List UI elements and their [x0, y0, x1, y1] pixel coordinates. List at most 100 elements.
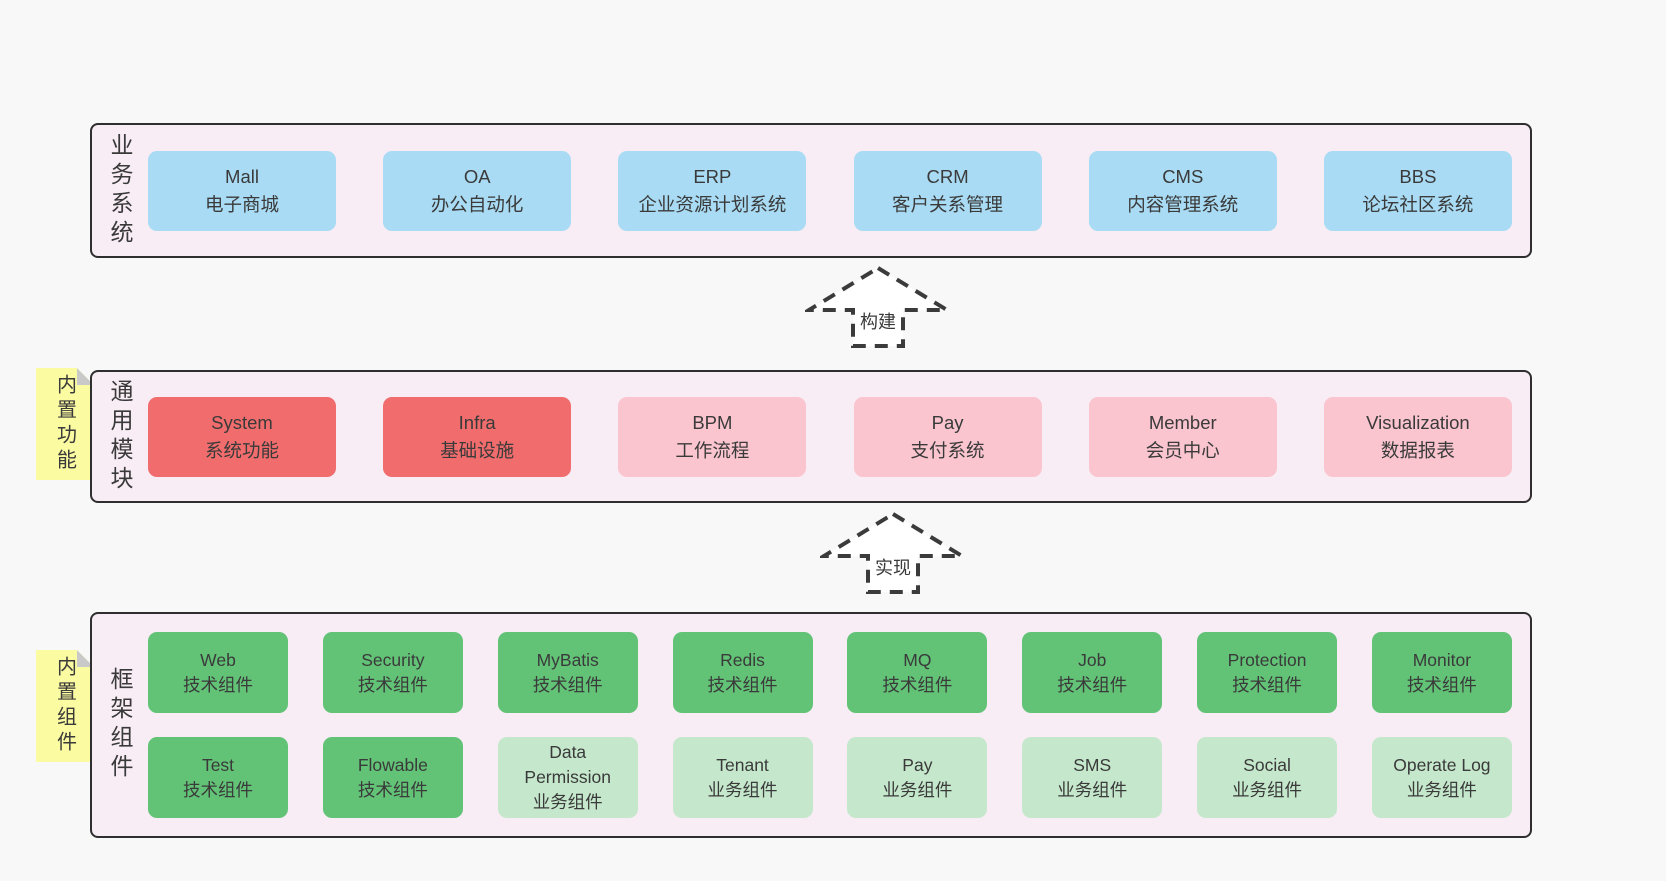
box-name: Web: [200, 649, 236, 670]
build-arrow-label: 构建: [859, 312, 897, 332]
up-arrow-icon: [820, 511, 966, 594]
box-name: Monitor: [1412, 649, 1472, 670]
band-label-text: 框架组件: [107, 667, 133, 783]
band-label-framework: 框架组件: [92, 614, 148, 836]
box-flowable: Flowable 技术组件: [322, 737, 463, 818]
box-desc: 业务组件: [707, 779, 778, 800]
box-name: Pay: [931, 411, 964, 433]
box-member: Member 会员中心: [1088, 396, 1277, 477]
band-label-business: 业务系统: [92, 125, 148, 256]
box-oa: OA 办公自动化: [383, 150, 572, 231]
box-desc: 业务组件: [1232, 779, 1303, 800]
box-redis: Redis 技术组件: [672, 632, 813, 713]
note-text: 内置组件: [53, 656, 76, 756]
box-cms: CMS 内容管理系统: [1088, 150, 1277, 231]
box-test: Test 技术组件: [148, 737, 288, 818]
box-desc: 业务组件: [532, 792, 603, 812]
box-desc: 技术组件: [357, 674, 428, 695]
box-desc: 系统功能: [204, 439, 279, 461]
box-name: MQ: [903, 649, 932, 670]
box-name: Redis: [720, 649, 765, 670]
up-arrow-icon: [805, 265, 951, 348]
box-desc: 业务组件: [1057, 779, 1128, 800]
box-name: Pay: [902, 754, 933, 775]
band-framework-components: 框架组件 Web 技术组件 Security 技术组件 MyBatis 技术组件…: [90, 612, 1532, 838]
band-business-systems: 业务系统 Mall 电子商城 OA 办公自动化 ERP 企业资源计划系统 CRM: [90, 123, 1532, 258]
box-data-permission: Data Permission 业务组件: [497, 737, 638, 818]
box-desc: 客户关系管理: [892, 193, 1004, 215]
box-name: Operate Log: [1393, 754, 1491, 775]
box-name: Social: [1243, 754, 1291, 775]
box-infra: Infra 基础设施: [383, 396, 572, 477]
band-common-modules: 通用模块 System 系统功能 Infra 基础设施 BPM 工作流程 Pay: [90, 370, 1532, 503]
box-job: Job 技术组件: [1022, 632, 1163, 713]
box-security: Security 技术组件: [322, 632, 463, 713]
box-name: Flowable: [357, 754, 428, 775]
box-desc: 技术组件: [532, 674, 603, 695]
box-desc: 内容管理系统: [1127, 193, 1239, 215]
box-system: System 系统功能: [148, 396, 336, 477]
box-desc: 技术组件: [183, 779, 253, 800]
box-mall: Mall 电子商城: [148, 150, 336, 231]
box-monitor: Monitor 技术组件: [1371, 632, 1512, 713]
box-operate-log: Operate Log 业务组件: [1371, 737, 1512, 818]
box-name: Job: [1078, 649, 1107, 670]
box-desc: 论坛社区系统: [1362, 193, 1474, 215]
box-name: Member: [1148, 411, 1217, 433]
implement-arrow: 实现: [820, 510, 966, 596]
box-name: System: [211, 411, 273, 433]
framework-box-row-2: Test 技术组件 Flowable 技术组件 Data Permission …: [148, 737, 1512, 818]
implement-arrow-label: 实现: [874, 558, 912, 578]
box-pay: Pay 支付系统: [853, 396, 1042, 477]
box-name: MyBatis: [536, 649, 599, 670]
box-sms: SMS 业务组件: [1022, 737, 1163, 818]
note-built-in-features: 内置功能: [36, 368, 94, 480]
band-label-text: 通用模块: [107, 378, 133, 495]
box-desc: 数据报表: [1380, 439, 1455, 461]
box-desc: 技术组件: [882, 674, 953, 695]
box-desc: 企业资源计划系统: [638, 193, 787, 215]
box-name: Tenant: [716, 754, 769, 775]
framework-box-row-1: Web 技术组件 Security 技术组件 MyBatis 技术组件 Redi…: [148, 632, 1512, 713]
box-desc: 技术组件: [1232, 674, 1303, 695]
box-desc: 业务组件: [1406, 779, 1477, 800]
box-name: ERP: [693, 165, 732, 187]
box-erp: ERP 企业资源计划系统: [618, 150, 807, 231]
box-mybatis: MyBatis 技术组件: [497, 632, 638, 713]
note-text: 内置功能: [53, 374, 76, 474]
box-name: Visualization: [1366, 411, 1470, 433]
box-name: SMS: [1073, 754, 1112, 775]
box-name: Infra: [458, 411, 496, 433]
box-desc: 业务组件: [882, 779, 953, 800]
box-desc: 技术组件: [707, 674, 778, 695]
box-social: Social 业务组件: [1197, 737, 1338, 818]
modules-box-row: System 系统功能 Infra 基础设施 BPM 工作流程 Pay 支付系统…: [148, 396, 1512, 477]
box-name: Mall: [225, 165, 259, 187]
box-desc: 工作流程: [675, 439, 750, 461]
box-bbs: BBS 论坛社区系统: [1323, 150, 1512, 231]
box-name: OA: [463, 165, 491, 187]
band-label-modules: 通用模块: [92, 372, 148, 501]
box-name: Security: [361, 649, 425, 670]
box-bpm: BPM 工作流程: [618, 396, 807, 477]
band-modules-content: System 系统功能 Infra 基础设施 BPM 工作流程 Pay 支付系统…: [148, 372, 1530, 501]
business-box-row: Mall 电子商城 OA 办公自动化 ERP 企业资源计划系统 CRM 客户关系…: [148, 150, 1512, 231]
box-desc: 技术组件: [183, 674, 253, 695]
band-label-text: 业务系统: [107, 132, 133, 249]
build-arrow: 构建: [805, 264, 951, 350]
box-desc: 技术组件: [1406, 674, 1477, 695]
box-name: CMS: [1162, 165, 1204, 187]
box-name: Protection: [1227, 649, 1307, 670]
box-desc: 办公自动化: [430, 193, 524, 215]
box-visualization: Visualization 数据报表: [1323, 396, 1512, 477]
box-name: Test: [201, 754, 235, 775]
box-web: Web 技术组件: [148, 632, 288, 713]
box-desc: 支付系统: [910, 439, 985, 461]
box-desc: 技术组件: [1057, 674, 1128, 695]
box-protection: Protection 技术组件: [1197, 632, 1338, 713]
band-framework-content: Web 技术组件 Security 技术组件 MyBatis 技术组件 Redi…: [148, 614, 1530, 836]
box-mq: MQ 技术组件: [847, 632, 988, 713]
band-business-content: Mall 电子商城 OA 办公自动化 ERP 企业资源计划系统 CRM 客户关系…: [148, 125, 1530, 256]
box-pay-business: Pay 业务组件: [847, 737, 988, 818]
box-desc: 电子商城: [204, 193, 279, 215]
